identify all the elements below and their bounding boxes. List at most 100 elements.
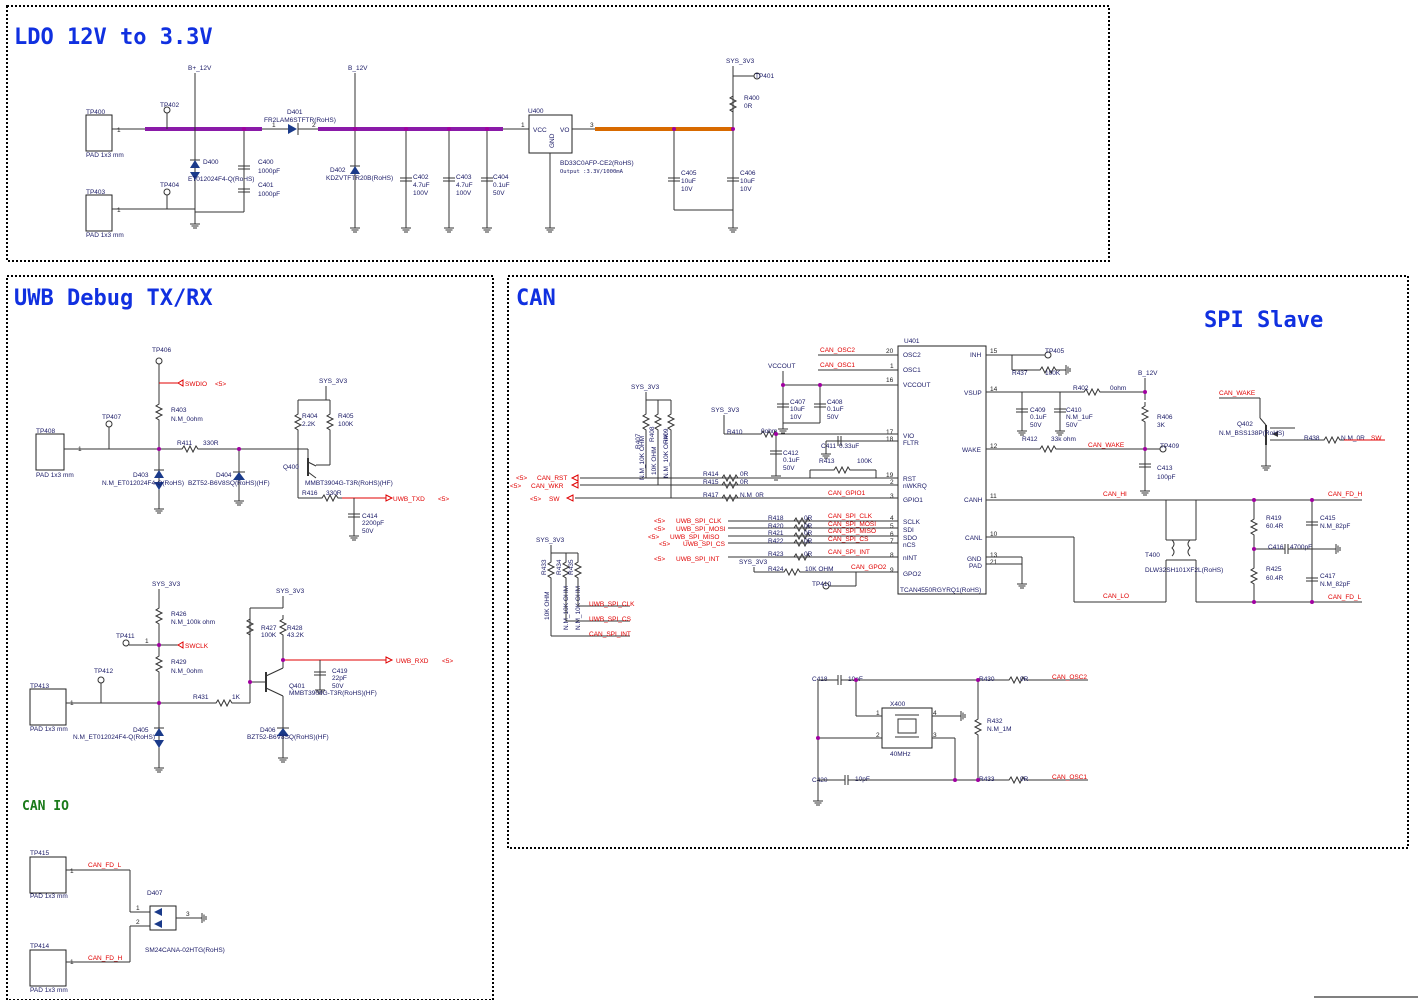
svg-text:TP400: TP400 xyxy=(86,109,106,116)
svg-text:14: 14 xyxy=(990,386,998,393)
svg-text:CANH: CANH xyxy=(964,497,983,504)
svg-text:0R: 0R xyxy=(740,471,749,478)
svg-text:6: 6 xyxy=(890,531,894,538)
svg-text:SCLK: SCLK xyxy=(903,519,921,526)
ldo-circuit: TP400 PAD 1x3 mm 1 TP402 B+_12V D400 ET0… xyxy=(85,58,775,239)
svg-text:R423: R423 xyxy=(768,551,784,558)
svg-text:C403: C403 xyxy=(456,174,472,181)
svg-text:CAN_WAKE: CAN_WAKE xyxy=(1088,442,1125,449)
svg-text:C409: C409 xyxy=(1030,407,1046,414)
svg-text:CAN_SPI_INT: CAN_SPI_INT xyxy=(828,549,870,556)
svg-text:SM24CANA-02HTG(RoHS): SM24CANA-02HTG(RoHS) xyxy=(145,947,225,954)
svg-text:PAD 1x3 mm: PAD 1x3 mm xyxy=(36,472,74,479)
can-io-title: CAN IO xyxy=(22,799,69,814)
svg-text:CAN_WAKE: CAN_WAKE xyxy=(1219,390,1256,397)
svg-text:0ohm: 0ohm xyxy=(1110,385,1126,392)
svg-text:R420: R420 xyxy=(768,523,784,530)
svg-text:0.1uF: 0.1uF xyxy=(1030,414,1047,421)
svg-text:1: 1 xyxy=(876,710,880,717)
svg-text:50V: 50V xyxy=(783,465,795,472)
svg-text:N.M_1M: N.M_1M xyxy=(987,726,1012,733)
svg-text:1: 1 xyxy=(70,868,74,875)
svg-text:19: 19 xyxy=(886,472,894,479)
svg-text:10uF: 10uF xyxy=(681,178,696,185)
svg-text:C402: C402 xyxy=(413,174,429,181)
svg-text:TP406: TP406 xyxy=(152,347,172,354)
svg-text:N.M_100k ohm: N.M_100k ohm xyxy=(171,619,215,626)
svg-text:C412: C412 xyxy=(783,450,799,457)
svg-text:Output :3.3V/1000mA: Output :3.3V/1000mA xyxy=(560,169,624,175)
svg-text:0R: 0R xyxy=(804,523,813,530)
svg-text:N.M_ET012024F4-Q(RoHS): N.M_ET012024F4-Q(RoHS) xyxy=(73,734,155,741)
svg-text:R419: R419 xyxy=(1266,515,1282,522)
svg-text:SWDIO: SWDIO xyxy=(185,381,207,388)
svg-text:100pF: 100pF xyxy=(1157,474,1175,481)
svg-text:0R: 0R xyxy=(804,551,813,558)
svg-text:TP404: TP404 xyxy=(160,182,180,189)
svg-text:C404: C404 xyxy=(493,174,509,181)
svg-text:CAN_FD_L: CAN_FD_L xyxy=(1328,594,1362,601)
svg-text:N.M_1uF: N.M_1uF xyxy=(1066,414,1093,421)
svg-text:<5>: <5> xyxy=(654,518,665,525)
svg-text:Q402: Q402 xyxy=(1237,421,1253,428)
svg-text:4: 4 xyxy=(933,710,937,717)
svg-text:R417: R417 xyxy=(703,492,719,499)
svg-text:0R: 0R xyxy=(804,515,813,522)
svg-text:R434: R434 xyxy=(556,559,563,575)
svg-text:B_12V: B_12V xyxy=(348,65,368,72)
svg-text:TP415: TP415 xyxy=(30,850,50,857)
svg-text:SYS_3V3: SYS_3V3 xyxy=(726,58,755,65)
svg-text:C417: C417 xyxy=(1320,573,1336,580)
svg-text:4.7uF: 4.7uF xyxy=(413,182,430,189)
svg-text:4700pF: 4700pF xyxy=(1290,544,1312,551)
svg-text:SYS_3V3: SYS_3V3 xyxy=(319,378,348,385)
svg-text:UWB_SPI_CLK: UWB_SPI_CLK xyxy=(676,518,722,525)
svg-text:40MHz: 40MHz xyxy=(890,751,911,758)
svg-text:N.M_0R: N.M_0R xyxy=(740,492,764,499)
uwb-rxd-circuit: SYS_3V3 R426 N.M_100k ohm TP411 1 SWCLK … xyxy=(29,581,453,773)
svg-text:8: 8 xyxy=(890,552,894,559)
svg-text:R433: R433 xyxy=(541,559,548,575)
svg-text:R425: R425 xyxy=(1266,566,1282,573)
svg-text:13: 13 xyxy=(990,552,998,559)
svg-text:C411: C411 xyxy=(821,443,836,450)
svg-text:3: 3 xyxy=(186,911,190,918)
svg-text:CAN_FD_H: CAN_FD_H xyxy=(88,955,123,962)
svg-text:TCAN4550RGYRQ1(RoHS): TCAN4550RGYRQ1(RoHS) xyxy=(900,587,981,594)
svg-text:4.7uF: 4.7uF xyxy=(456,182,473,189)
svg-text:N.M_10K OHM: N.M_10K OHM xyxy=(663,434,670,478)
svg-text:R410: R410 xyxy=(727,429,743,436)
svg-text:R418: R418 xyxy=(768,515,784,522)
svg-text:R403: R403 xyxy=(171,407,187,414)
svg-text:0R: 0R xyxy=(804,530,813,537)
svg-text:D401: D401 xyxy=(287,109,303,116)
svg-text:CAN_HI: CAN_HI xyxy=(1103,491,1127,498)
svg-text:SYS_3V3: SYS_3V3 xyxy=(739,559,768,566)
svg-text:ET012024F4-Q(RoHS): ET012024F4-Q(RoHS) xyxy=(188,176,254,183)
svg-text:R433: R433 xyxy=(979,776,995,783)
svg-text:SYS_3V3: SYS_3V3 xyxy=(276,588,305,595)
spi-slave-title: SPI Slave xyxy=(1204,308,1323,333)
svg-text:C407: C407 xyxy=(790,399,806,406)
svg-text:SDI: SDI xyxy=(903,527,914,534)
svg-text:TP405: TP405 xyxy=(1045,348,1065,355)
svg-text:UWB_SPI_CLK: UWB_SPI_CLK xyxy=(589,601,635,608)
uwb-txd-circuit: TP406 SWDIO <5> R403 N.M_0ohm TP407 TP40… xyxy=(35,347,449,541)
svg-text:TP401: TP401 xyxy=(755,73,775,80)
svg-text:100V: 100V xyxy=(456,190,472,197)
svg-text:R405: R405 xyxy=(338,413,354,420)
svg-text:1000pF: 1000pF xyxy=(258,191,280,198)
svg-text:22pF: 22pF xyxy=(332,675,347,682)
svg-text:SYS_3V3: SYS_3V3 xyxy=(152,581,181,588)
svg-text:17: 17 xyxy=(886,429,894,436)
svg-text:D407: D407 xyxy=(147,890,163,897)
svg-text:1000pF: 1000pF xyxy=(258,168,280,175)
svg-text:1: 1 xyxy=(272,122,276,129)
svg-text:100K: 100K xyxy=(261,632,277,639)
svg-text:C413: C413 xyxy=(1157,465,1173,472)
svg-text:12: 12 xyxy=(990,443,998,450)
ldo-frame xyxy=(6,5,1110,262)
svg-text:X400: X400 xyxy=(890,701,906,708)
svg-text:CAN_LO: CAN_LO xyxy=(1103,593,1129,600)
